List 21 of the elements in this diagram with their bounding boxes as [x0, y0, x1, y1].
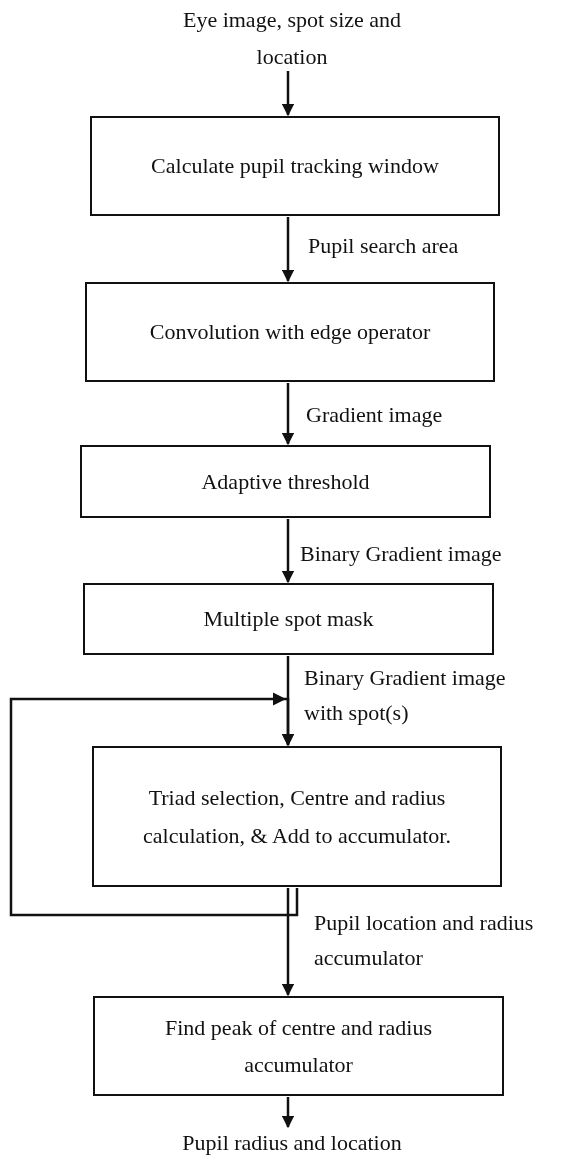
process-box: [90, 116, 500, 216]
process-box: [80, 445, 491, 518]
arrow: [281, 519, 295, 584]
process-box: [85, 282, 495, 382]
flow-text: Pupil radius and location: [182, 1129, 402, 1158]
process-box: [83, 583, 494, 655]
arrow: [281, 71, 295, 117]
arrow: [281, 217, 295, 283]
arrow: [281, 656, 295, 747]
process-text: Convolution with edge operator: [149, 318, 431, 347]
process-box: [92, 746, 502, 887]
arrow: [281, 1097, 295, 1129]
arrow: [281, 888, 295, 997]
flow-text: Eye image, spot size and location: [181, 5, 403, 71]
process-text: Triad selection, Centre and radius calculation, & Add to accumulator.: [142, 784, 452, 850]
process-text: Find peak of centre and radius accumulator: [164, 1013, 433, 1079]
process-box: [93, 996, 504, 1096]
process-text: Calculate pupil tracking window: [151, 152, 439, 181]
process-text: Multiple spot mask: [203, 605, 374, 634]
arrow: [281, 383, 295, 446]
process-text: Adaptive threshold: [201, 467, 370, 496]
